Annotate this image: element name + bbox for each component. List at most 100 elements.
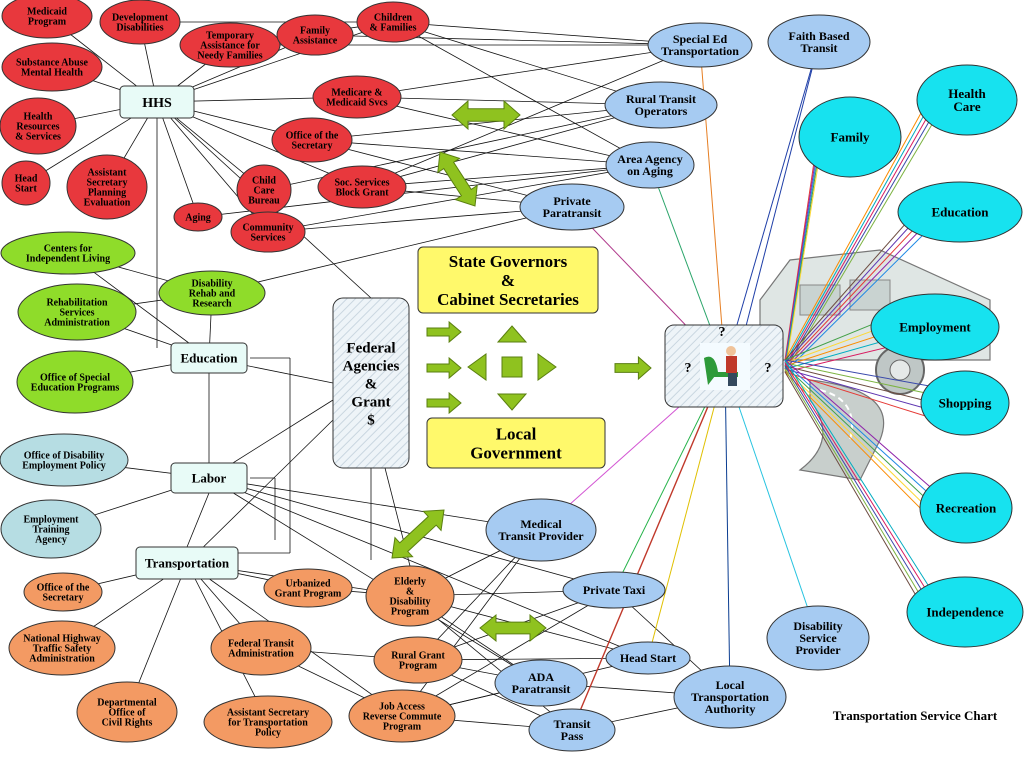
node-label-line: Training bbox=[32, 525, 69, 536]
connector-line bbox=[186, 419, 334, 564]
node-label-line: Provider bbox=[795, 643, 841, 657]
node-label-line: Centers for bbox=[44, 244, 93, 255]
connector-line bbox=[784, 211, 931, 367]
node-hhs[interactable]: HHS bbox=[119, 85, 195, 119]
node-label-line: Administration bbox=[228, 649, 294, 660]
connector-line bbox=[784, 368, 936, 621]
node-label-line: Office of the bbox=[37, 583, 90, 594]
node-shopping[interactable]: Shopping bbox=[920, 370, 1010, 436]
node-independence[interactable]: Independence bbox=[906, 576, 1024, 648]
connector-line bbox=[784, 99, 938, 367]
connector-line bbox=[311, 139, 651, 166]
node-labor[interactable]: Labor bbox=[170, 462, 248, 494]
double-arrow-icon bbox=[437, 151, 478, 207]
node-label-line: Rural Transit bbox=[626, 92, 696, 106]
cross-arrows-icon bbox=[467, 325, 557, 411]
rider-box[interactable]: ??? bbox=[664, 324, 784, 408]
node-label-line: Office of the bbox=[286, 131, 339, 142]
node-children-families[interactable]: Children& Families bbox=[356, 1, 430, 43]
node-label-line: Job Access bbox=[379, 702, 425, 713]
node-family[interactable]: Family bbox=[798, 96, 902, 178]
node-label-line: Faith Based bbox=[788, 29, 849, 43]
node-label-line: Program bbox=[28, 17, 67, 28]
state-governors-box[interactable]: State Governors&Cabinet Secretaries bbox=[417, 246, 599, 314]
node-label-line: Disabilities bbox=[116, 23, 163, 34]
node-label-line: Temporary bbox=[206, 31, 254, 42]
node-label-line: & Services bbox=[15, 132, 61, 143]
node-transportation[interactable]: Transportation bbox=[135, 546, 239, 580]
node-label-line: Operators bbox=[635, 104, 688, 118]
node-label-line: Area Agency bbox=[617, 152, 682, 166]
node-label-line: Secretary bbox=[292, 141, 333, 152]
seated-person-icon bbox=[700, 343, 750, 390]
node-head-start-prov[interactable]: Head Start bbox=[605, 641, 691, 675]
node-label-line: Assistance for bbox=[200, 41, 260, 52]
department-label: Education bbox=[180, 351, 238, 366]
department-label: Transportation bbox=[145, 556, 230, 571]
node-label-line: Child bbox=[252, 176, 276, 187]
node-label-line: Education Programs bbox=[31, 383, 120, 394]
node-label-line: Disability bbox=[191, 279, 232, 290]
connector-line bbox=[186, 492, 210, 548]
vehicle-illustration bbox=[759, 249, 991, 481]
node-label-line: Care bbox=[254, 186, 275, 197]
connector-line bbox=[401, 589, 615, 717]
connector-line bbox=[784, 136, 821, 367]
node-label-line: Grant bbox=[351, 394, 390, 410]
node-label-line: Office of Disability bbox=[24, 451, 105, 462]
connector-line bbox=[361, 164, 651, 188]
node-medicare[interactable]: Medicare &Medicaid Svcs bbox=[312, 75, 402, 119]
node-label-line: Office of bbox=[109, 708, 147, 719]
node-aging[interactable]: Aging bbox=[173, 202, 223, 232]
node-employment[interactable]: Employment bbox=[870, 293, 1000, 361]
connector-line bbox=[724, 365, 819, 639]
node-recreation[interactable]: Recreation bbox=[919, 472, 1013, 544]
connector-line bbox=[156, 101, 199, 218]
node-education-dest[interactable]: Education bbox=[897, 181, 1023, 243]
node-education[interactable]: Education bbox=[170, 342, 248, 374]
node-label-line: Government bbox=[470, 443, 562, 462]
node-label-line: Education bbox=[931, 205, 989, 220]
node-private-taxi[interactable]: Private Taxi bbox=[562, 571, 666, 609]
